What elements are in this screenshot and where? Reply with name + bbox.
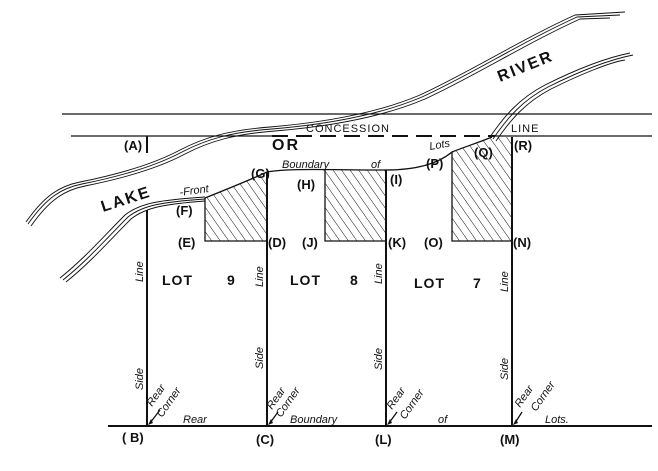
rear-corner-l: Rear Corner (385, 384, 428, 425)
point-f: (F) (176, 203, 193, 218)
line-label: LINE (511, 123, 539, 135)
line-text-b: Line (134, 261, 146, 282)
lot-8-label: LOT 8 (290, 272, 359, 288)
boundary-text: Boundary (282, 159, 331, 171)
svg-text:LOT: LOT (414, 275, 445, 291)
line-text-l: Line (373, 263, 385, 284)
svg-text:Corner: Corner (529, 378, 559, 414)
front-text: -Front (179, 183, 211, 199)
svg-text:LOT: LOT (290, 272, 321, 288)
point-l: (L) (375, 432, 392, 447)
of-text: of (371, 159, 381, 171)
point-r: (R) (514, 138, 532, 153)
water-lot-lot9 (204, 172, 268, 242)
point-a: (A) (124, 138, 142, 153)
point-d: (D) (268, 235, 286, 250)
line-text-c: Line (254, 266, 266, 287)
line-text-m: Line (499, 271, 511, 292)
side-text-m: Side (499, 358, 511, 380)
rear-lots-text: Lots. (545, 414, 569, 426)
water-lot-lot8 (324, 170, 386, 242)
point-o: (O) (424, 235, 443, 250)
river-label: RIVER (495, 48, 556, 86)
point-j: (J) (302, 235, 318, 250)
upper-shoreline (25, 11, 626, 227)
side-text-c: Side (254, 347, 266, 369)
lots-text: Lots (428, 137, 451, 153)
side-text-b: Side (134, 368, 146, 390)
point-h: (H) (297, 177, 315, 192)
water-lot-lot7 (451, 137, 512, 242)
point-e: (E) (178, 235, 195, 250)
point-k: (K) (388, 235, 406, 250)
point-q: (Q) (474, 145, 493, 160)
point-m: (M) (500, 432, 520, 447)
point-n: (N) (513, 235, 531, 250)
lot-9-label: LOT 9 (162, 272, 236, 288)
point-b: ( B) (122, 430, 144, 445)
point-p: (P) (426, 156, 443, 171)
concession-label: CONCESSION (306, 123, 390, 135)
side-text-l: Side (373, 348, 385, 370)
lot-7-label: LOT 7 (414, 275, 482, 291)
rear-corner-b: Rear Corner (145, 381, 185, 425)
rear-boundary-text: Boundary (290, 414, 339, 426)
river-south-bank (489, 52, 634, 142)
point-c: (C) (256, 432, 274, 447)
svg-text:7: 7 (473, 275, 482, 291)
point-i: (I) (390, 172, 402, 187)
svg-text:9: 9 (227, 272, 236, 288)
or-label: OR (272, 137, 300, 154)
svg-text:LOT: LOT (162, 272, 193, 288)
lower-shoreline (59, 196, 206, 283)
svg-text:8: 8 (350, 272, 359, 288)
rear-text: Rear (183, 414, 208, 426)
point-g: (G) (251, 166, 270, 181)
rear-of-text: of (438, 414, 448, 426)
